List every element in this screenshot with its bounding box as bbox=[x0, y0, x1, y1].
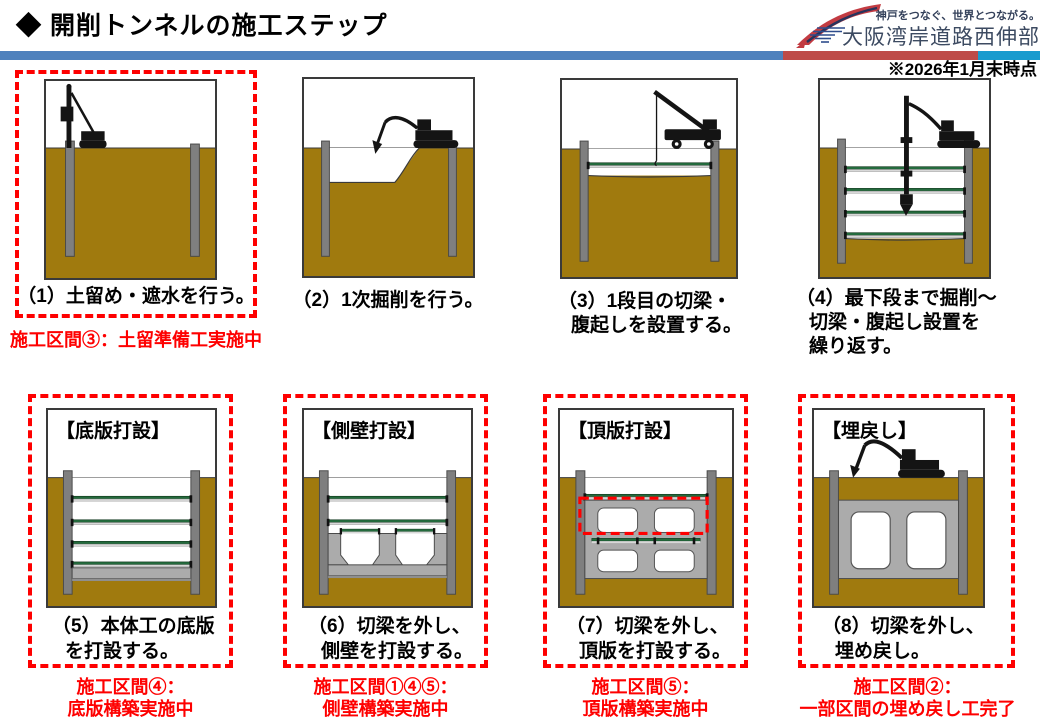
sheet-pile-right bbox=[958, 470, 968, 595]
box-cell bbox=[653, 507, 695, 533]
company-logo: 神戸をつなぐ、世界とつながる。 大阪湾岸道路西伸部 bbox=[793, 2, 1040, 50]
crane-icon bbox=[653, 90, 721, 167]
panel-3-illustration bbox=[560, 78, 738, 279]
panel-6-illustration: 【側壁打設】 bbox=[302, 408, 473, 608]
divider-left-segment bbox=[0, 51, 783, 60]
sheet-pile-left bbox=[829, 470, 839, 595]
panel-5-caption: （5）本体工の底版 を打設する。 bbox=[52, 616, 215, 662]
panel-1-highlight-border bbox=[15, 70, 257, 318]
panel-5-status: 施工区間④： 底版構築実施中 bbox=[67, 677, 194, 719]
strut bbox=[326, 495, 449, 503]
strut bbox=[70, 495, 193, 503]
panel-8-stage-label: 【埋戻し】 bbox=[822, 421, 918, 442]
panel-1-illustration bbox=[44, 79, 217, 280]
excavator-icon bbox=[372, 115, 459, 154]
clamshell-rig-icon bbox=[900, 95, 981, 216]
strut bbox=[70, 518, 193, 527]
sheet-pile-left bbox=[321, 140, 330, 257]
panel-6-status: 施工区間①④⑤： 側壁構築実施中 bbox=[313, 677, 458, 719]
panel-8-highlight-border bbox=[798, 394, 1015, 668]
strut bbox=[586, 161, 713, 170]
sheet-pile-left bbox=[62, 470, 73, 595]
panel-5-illustration: 【底版打設】 bbox=[46, 408, 217, 608]
sheet-pile-right bbox=[446, 470, 457, 595]
box-cell bbox=[597, 549, 639, 573]
sheet-pile-left bbox=[318, 470, 329, 595]
panel-7-stage-label: 【頂版打設】 bbox=[568, 421, 683, 442]
strut bbox=[591, 537, 701, 545]
panel-6-highlight-border bbox=[283, 394, 488, 668]
sheet-pile-right bbox=[190, 470, 201, 595]
logo-bridge-icon bbox=[796, 4, 881, 48]
panel-3-caption: （3）1段目の切梁・ 腹起しを設置する。 bbox=[558, 291, 743, 336]
sheet-pile-left bbox=[837, 138, 846, 264]
panel-6-caption: （6）切梁を外し、 側壁を打設する。 bbox=[308, 616, 474, 662]
as-of-date-note: ※2026年1月末時点 bbox=[887, 60, 1037, 79]
panel-7-highlight-border bbox=[543, 394, 748, 668]
pile-driver-icon bbox=[60, 83, 107, 148]
panel-8-illustration: 【埋戻し】 bbox=[812, 408, 985, 608]
sheet-pile-right bbox=[710, 140, 720, 262]
panel-8-caption: （8）切梁を外し、 埋め戻し。 bbox=[822, 616, 985, 662]
sheet-pile-right bbox=[448, 140, 457, 257]
side-walls bbox=[327, 532, 448, 577]
panel-8-status: 施工区間②： 一部区間の埋め戻し工完了 bbox=[799, 677, 1016, 719]
divider-right-segment bbox=[978, 51, 1040, 60]
page-title: ◆ 開削トンネルの施工ステップ bbox=[16, 12, 388, 40]
panel-7-status: 施工区間⑤： 頂版構築実施中 bbox=[582, 677, 709, 719]
strut bbox=[326, 518, 449, 527]
panel-2-caption: （2）1次掘削を行う。 bbox=[292, 290, 484, 311]
logo-name: 大阪湾岸道路西伸部 bbox=[842, 26, 1040, 49]
backfill-excavator-icon bbox=[850, 439, 945, 478]
strut bbox=[844, 231, 966, 240]
panel-4-caption: （4）最下段まで掘削～ 切梁・腹起し設置を 繰り返す。 bbox=[796, 288, 997, 357]
box-cell bbox=[906, 511, 947, 570]
top-slab-highlight bbox=[578, 496, 709, 536]
panel-5-highlight-border bbox=[28, 394, 233, 668]
header-divider-bar bbox=[0, 51, 1040, 60]
box-cell bbox=[850, 511, 891, 570]
base-slab bbox=[327, 564, 448, 577]
base-slab bbox=[71, 567, 192, 580]
panel-7-illustration: 【頂版打設】 bbox=[558, 408, 734, 608]
sheet-pile-right bbox=[190, 143, 200, 257]
strut bbox=[70, 560, 193, 569]
panel-1-status: 施工区間③：土留準備工実施中 bbox=[10, 330, 262, 350]
panel-1-caption: （1）土留め・遮水を行う。 bbox=[17, 286, 255, 307]
strut bbox=[70, 540, 193, 548]
excavated-area bbox=[588, 148, 711, 176]
divider-middle-segment bbox=[783, 51, 978, 60]
box-cell bbox=[653, 549, 695, 573]
logo-tagline: 神戸をつなぐ、世界とつながる。 bbox=[875, 10, 1040, 22]
short-strut bbox=[394, 528, 436, 535]
panel-2-illustration bbox=[302, 77, 475, 278]
panel-7-caption: （7）切梁を外し、 頂版を打設する。 bbox=[566, 616, 732, 662]
short-strut bbox=[339, 528, 381, 535]
panel-6-stage-label: 【側壁打設】 bbox=[312, 421, 427, 442]
box-cell bbox=[597, 507, 639, 533]
panel-5-stage-label: 【底版打設】 bbox=[56, 421, 171, 442]
sheet-pile-left bbox=[579, 140, 589, 262]
sheet-pile-right bbox=[964, 138, 973, 264]
panel-4-illustration bbox=[818, 78, 991, 279]
excavated-area bbox=[329, 147, 420, 183]
sheet-pile-left bbox=[65, 140, 75, 257]
